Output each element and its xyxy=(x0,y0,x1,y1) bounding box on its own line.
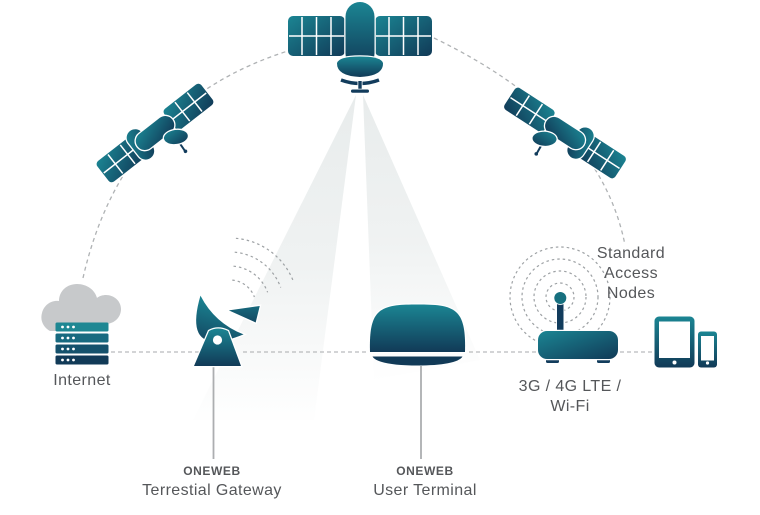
tablet-phone-icon xyxy=(654,316,717,368)
phone-icon xyxy=(698,331,717,368)
gateway-name: Terrestial Gateway xyxy=(142,482,282,499)
cloud-server-icon xyxy=(41,284,121,365)
satellite-beam-left xyxy=(193,95,356,420)
access-nodes-line1: Standard xyxy=(596,245,666,262)
terminal-label: ONEWEB User Terminal xyxy=(305,464,545,500)
access-nodes-line2: Access xyxy=(604,265,658,282)
access-nodes-label: Standard Access Nodes xyxy=(561,244,701,304)
terminal-name: User Terminal xyxy=(373,482,477,499)
cellular-label: 3G / 4G LTE / Wi-Fi xyxy=(480,377,660,417)
tablet-icon xyxy=(654,316,695,368)
wifi-router-icon xyxy=(509,246,620,363)
orbit-arc-left xyxy=(82,49,292,279)
dish-signal-arcs xyxy=(232,237,295,298)
internet-label: Internet xyxy=(53,372,111,389)
cellular-line1: 3G / 4G LTE / xyxy=(518,378,622,395)
satellite-dish-icon xyxy=(192,237,295,459)
gateway-label: ONEWEB Terrestial Gateway xyxy=(92,464,332,500)
cellular-line2: Wi-Fi xyxy=(550,398,590,415)
terminal-brand: ONEWEB xyxy=(396,464,454,478)
gateway-brand: ONEWEB xyxy=(183,464,241,478)
access-nodes-line3: Nodes xyxy=(606,285,656,302)
server-stack-icon xyxy=(55,322,109,365)
left-satellite-icon xyxy=(91,77,232,205)
dome-antenna-icon xyxy=(368,303,467,459)
main-satellite-icon xyxy=(286,0,434,94)
right-satellite-icon xyxy=(488,81,631,202)
